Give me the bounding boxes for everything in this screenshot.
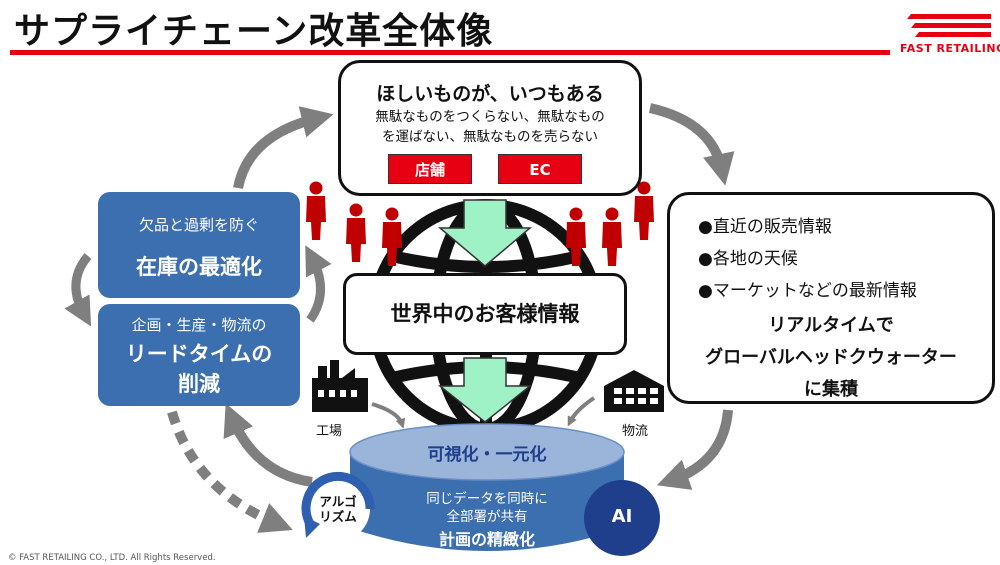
factory-icon xyxy=(312,360,368,412)
info-item-sales: ●直近の販売情報 xyxy=(698,217,832,237)
arrow-dotted xyxy=(167,410,293,533)
algorithm-circle-icon xyxy=(301,471,375,541)
right-box-line2: グローバルヘッドクウォーター xyxy=(705,347,957,368)
top-box-sub-line1: 無駄なものをつくらない、無駄なもの xyxy=(375,109,605,125)
inventory-small-text: 欠品と過剰を防ぐ xyxy=(138,216,259,234)
algorithm-label-part1b: ゴ xyxy=(344,494,357,509)
ec-badge: EC xyxy=(498,154,582,184)
algorithm-label-part1: アル xyxy=(319,494,345,509)
arrow-cylinder-to-left xyxy=(223,403,313,487)
lead-time-big-text-2: 削減 xyxy=(178,372,220,396)
warehouse-icon xyxy=(604,370,664,412)
arrow-top-to-right xyxy=(648,103,735,186)
lead-time-small-text: 企画・生産・物流の xyxy=(131,316,267,334)
arrow-left-loop-down xyxy=(64,253,92,327)
page-title: サプライチェーン改革全体像 xyxy=(14,11,494,52)
cylinder-line1: 同じデータを同時に xyxy=(426,491,548,507)
factory-label: 工場 xyxy=(316,424,343,439)
ai-circle xyxy=(584,480,660,556)
cylinder-line2: 全部署が共有 xyxy=(446,509,528,525)
customer-info-box: 世界中のお客様情報 xyxy=(343,273,627,355)
lead-time-box: 企画・生産・物流の リードタイムの 削減 xyxy=(98,304,300,406)
arrow-logistics xyxy=(567,396,596,427)
database-cylinder xyxy=(349,423,625,551)
lead-time-big-text-1: リードタイムの xyxy=(125,342,273,366)
info-item-market: ●マーケットなどの最新情報 xyxy=(698,281,917,301)
green-arrow-top xyxy=(437,199,533,267)
top-box-heading: ほしいものが、いつもある xyxy=(376,83,604,105)
right-box-line3: に集積 xyxy=(804,379,858,400)
inventory-optimization-box: 欠品と過剰を防ぐ 在庫の最適化 xyxy=(98,192,300,298)
title-underline xyxy=(10,50,890,55)
cylinder-top-label: 可視化・一元化 xyxy=(427,445,547,465)
top-box: ほしいものが、いつもある 無駄なものをつくらない、無駄なもの を運ばない、無駄な… xyxy=(338,60,642,196)
logo-text: FAST RETAILING xyxy=(900,42,1000,55)
logistics-label: 物流 xyxy=(622,424,649,439)
fast-retailing-logo xyxy=(905,10,991,40)
algorithm-label: アルゴ リズム xyxy=(308,494,368,524)
person-icons xyxy=(306,181,654,266)
arrow-right-to-cylinder xyxy=(656,409,733,490)
arrow-factory xyxy=(371,402,406,429)
arrow-left-to-top xyxy=(233,106,334,190)
arrow-left-loop-up xyxy=(305,245,332,323)
info-item-weather: ●各地の天候 xyxy=(698,249,798,269)
right-info-box: ●直近の販売情報 ●各地の天候 ●マーケットなどの最新情報 リアルタイムで グロ… xyxy=(667,192,995,404)
store-badge: 店舗 xyxy=(388,154,472,184)
top-box-sub-line2: を運ばない、無駄なものを売らない xyxy=(382,129,598,145)
ai-label: AI xyxy=(611,506,633,527)
right-box-line1: リアルタイムで xyxy=(768,315,894,336)
green-arrow-bottom xyxy=(437,357,533,423)
cylinder-line3: 計画の精緻化 xyxy=(438,530,535,549)
inventory-big-text: 在庫の最適化 xyxy=(136,255,262,279)
algorithm-label-part2: リズム xyxy=(319,509,357,524)
copyright-footer: © FAST RETAILING CO., LTD. All Rights Re… xyxy=(8,553,216,563)
